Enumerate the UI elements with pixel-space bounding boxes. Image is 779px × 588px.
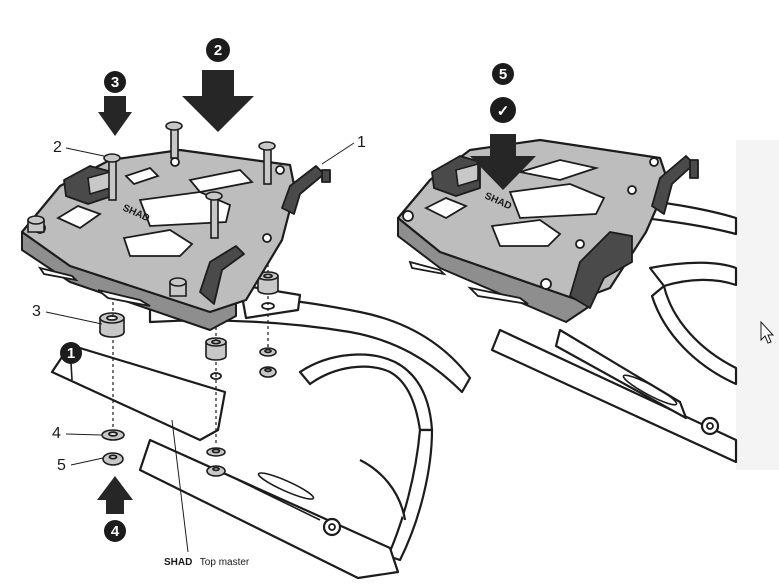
arrow-down-icon xyxy=(98,96,132,136)
right-assembly-view: SHAD ✓ 5 xyxy=(396,63,779,470)
callout-2: 2 xyxy=(53,139,105,157)
product-caption: SHAD Top master xyxy=(164,552,250,569)
hooks-left xyxy=(199,165,331,305)
svg-text:4: 4 xyxy=(111,523,120,540)
svg-text:5: 5 xyxy=(499,66,507,83)
side-strip xyxy=(736,140,779,470)
arrow-down-icon xyxy=(182,70,254,132)
arrow-up-icon xyxy=(97,476,133,514)
bolt xyxy=(205,191,223,239)
svg-text:1: 1 xyxy=(357,134,366,151)
nut xyxy=(259,366,277,378)
motorcycle-rear-frame-left xyxy=(138,294,472,580)
left-assembly-view: SHAD xyxy=(20,38,472,580)
callout-5: 5 xyxy=(57,457,104,474)
step-badge: 1 xyxy=(60,342,82,364)
bolt xyxy=(103,153,121,201)
arrow-down-icon xyxy=(470,134,536,190)
step-badge: 2 xyxy=(206,38,230,62)
spacer xyxy=(205,337,227,361)
step-badge: 3 xyxy=(104,71,126,93)
svg-text:4: 4 xyxy=(52,425,61,442)
bolt xyxy=(258,141,276,185)
hooks-right xyxy=(569,155,699,309)
hardware-parts-left xyxy=(99,271,279,477)
rubber-stops-left xyxy=(27,215,187,297)
washer xyxy=(259,347,277,357)
washer xyxy=(101,429,125,441)
lock-block-left xyxy=(63,165,113,205)
svg-text:1: 1 xyxy=(67,345,75,362)
callout-4: 4 xyxy=(52,425,102,442)
bolt xyxy=(165,121,183,159)
washer xyxy=(206,447,226,457)
nut xyxy=(206,465,226,477)
nut xyxy=(102,452,124,466)
svg-text:2: 2 xyxy=(214,42,222,59)
spacer xyxy=(99,312,125,338)
lock-block-right xyxy=(431,155,481,197)
step-badge: 5 xyxy=(492,63,514,85)
svg-text:3: 3 xyxy=(111,74,119,91)
checkmark-icon: ✓ xyxy=(490,97,516,123)
mouse-cursor-icon xyxy=(760,320,775,344)
svg-text:3: 3 xyxy=(32,303,41,320)
bolts-left xyxy=(103,121,276,239)
svg-text:✓: ✓ xyxy=(497,103,510,120)
svg-text:2: 2 xyxy=(53,139,62,156)
callout-1: 1 xyxy=(321,134,366,165)
svg-text:5: 5 xyxy=(57,457,66,474)
step-badge: 4 xyxy=(104,520,126,542)
callout-3: 3 xyxy=(32,303,103,325)
